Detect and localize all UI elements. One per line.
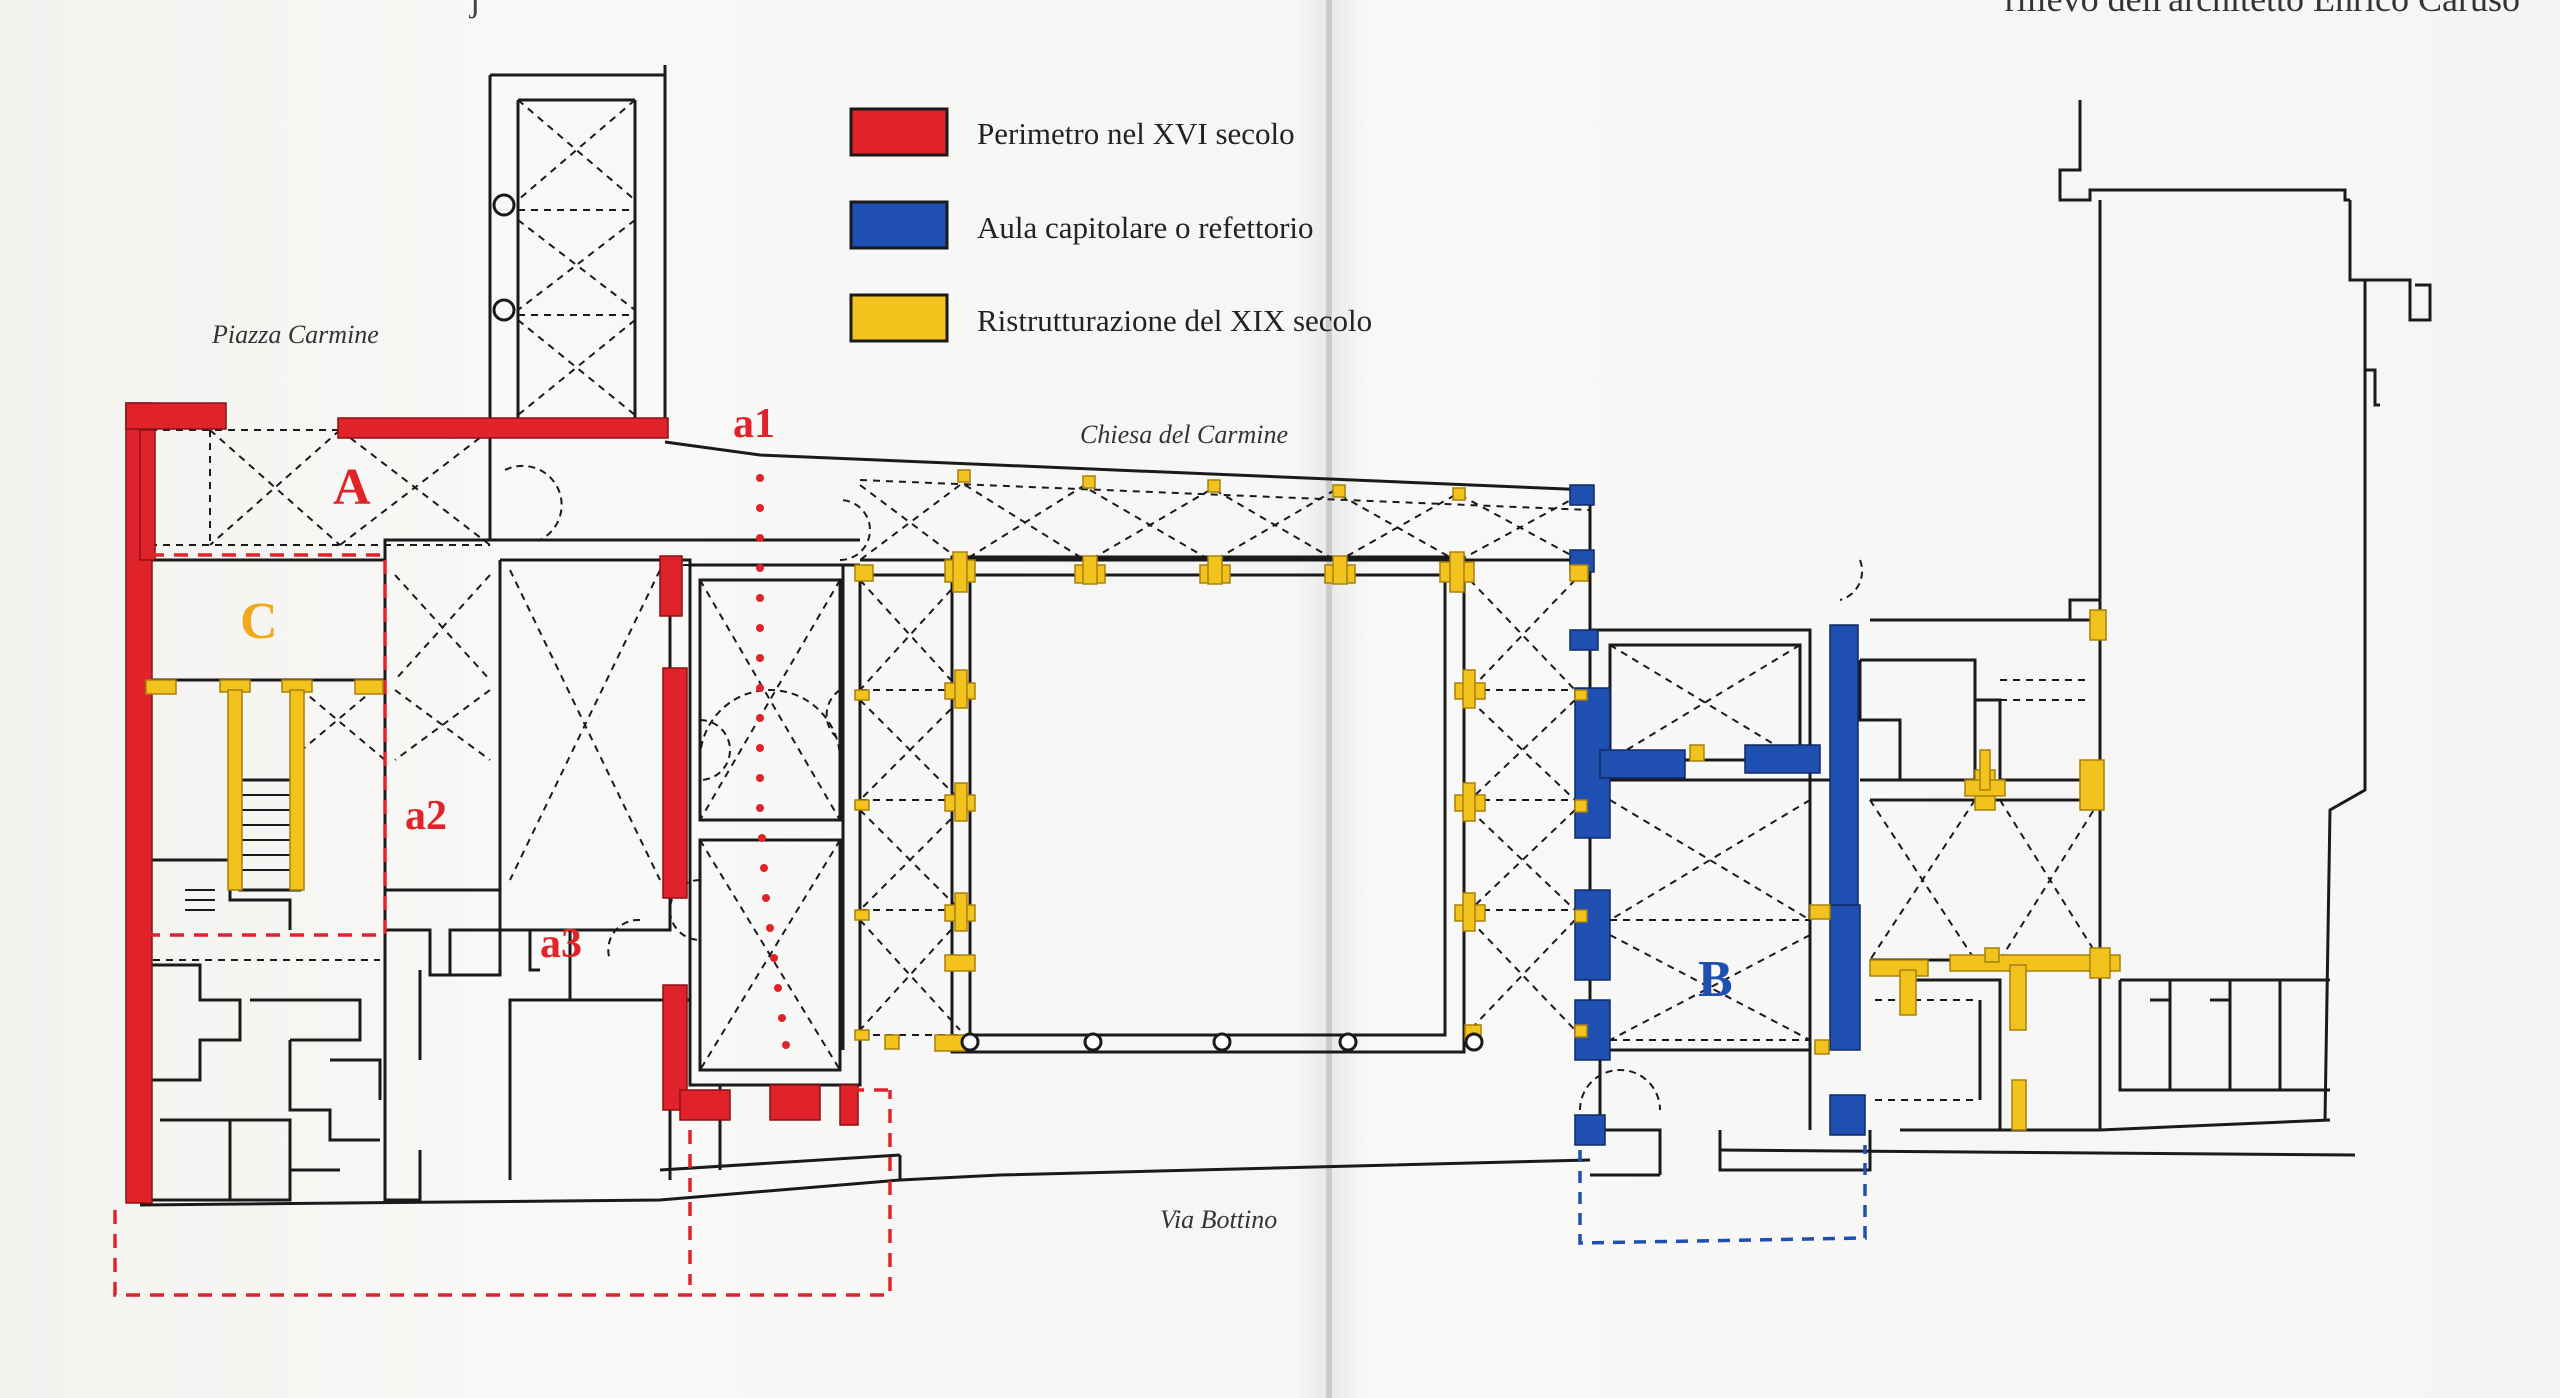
red-perimeter [125,402,859,1204]
label-piazza-carmine: Piazza Carmine [212,320,379,349]
zone-label-a3: a3 [540,921,582,967]
cloister-columns [960,1032,1484,1052]
label-via-bottino: Via Bottino [1160,1205,1278,1234]
blue-chapter-hall [1569,484,1866,1146]
zone-label-b: B [1698,951,1733,1008]
top-left-fragment: j [470,0,480,20]
zone-label-a2: a2 [405,793,447,839]
zone-label-c: C [240,593,278,650]
arch-curves [504,464,1864,1111]
blue-swatch-icon [849,200,949,250]
legend-label-red: Perimetro nel XVI secolo [977,116,1295,151]
red-swatch-icon [849,107,949,157]
blue-dashed-outline [1578,1145,1867,1245]
survey-credit: rilievo dell'architetto Enrico Caruso [2005,0,2520,20]
a1-dotted-axis [756,474,790,1049]
label-chiesa-del-carmine: Chiesa del Carmine [1080,420,1288,449]
zone-label-a: A [333,459,371,516]
legend-label-yellow: Ristrutturazione del XIX secolo [977,303,1373,338]
yellow-swatch-icon [849,293,949,343]
page-fold [1326,0,1332,1398]
yellow-restructuring [145,469,2121,1131]
legend-label-blue: Aula capitolare o refettorio [977,210,1314,245]
vault-dashed-lines [140,99,2101,1101]
zone-label-a1: a1 [733,401,775,447]
red-dashed-outlines [113,553,892,1297]
